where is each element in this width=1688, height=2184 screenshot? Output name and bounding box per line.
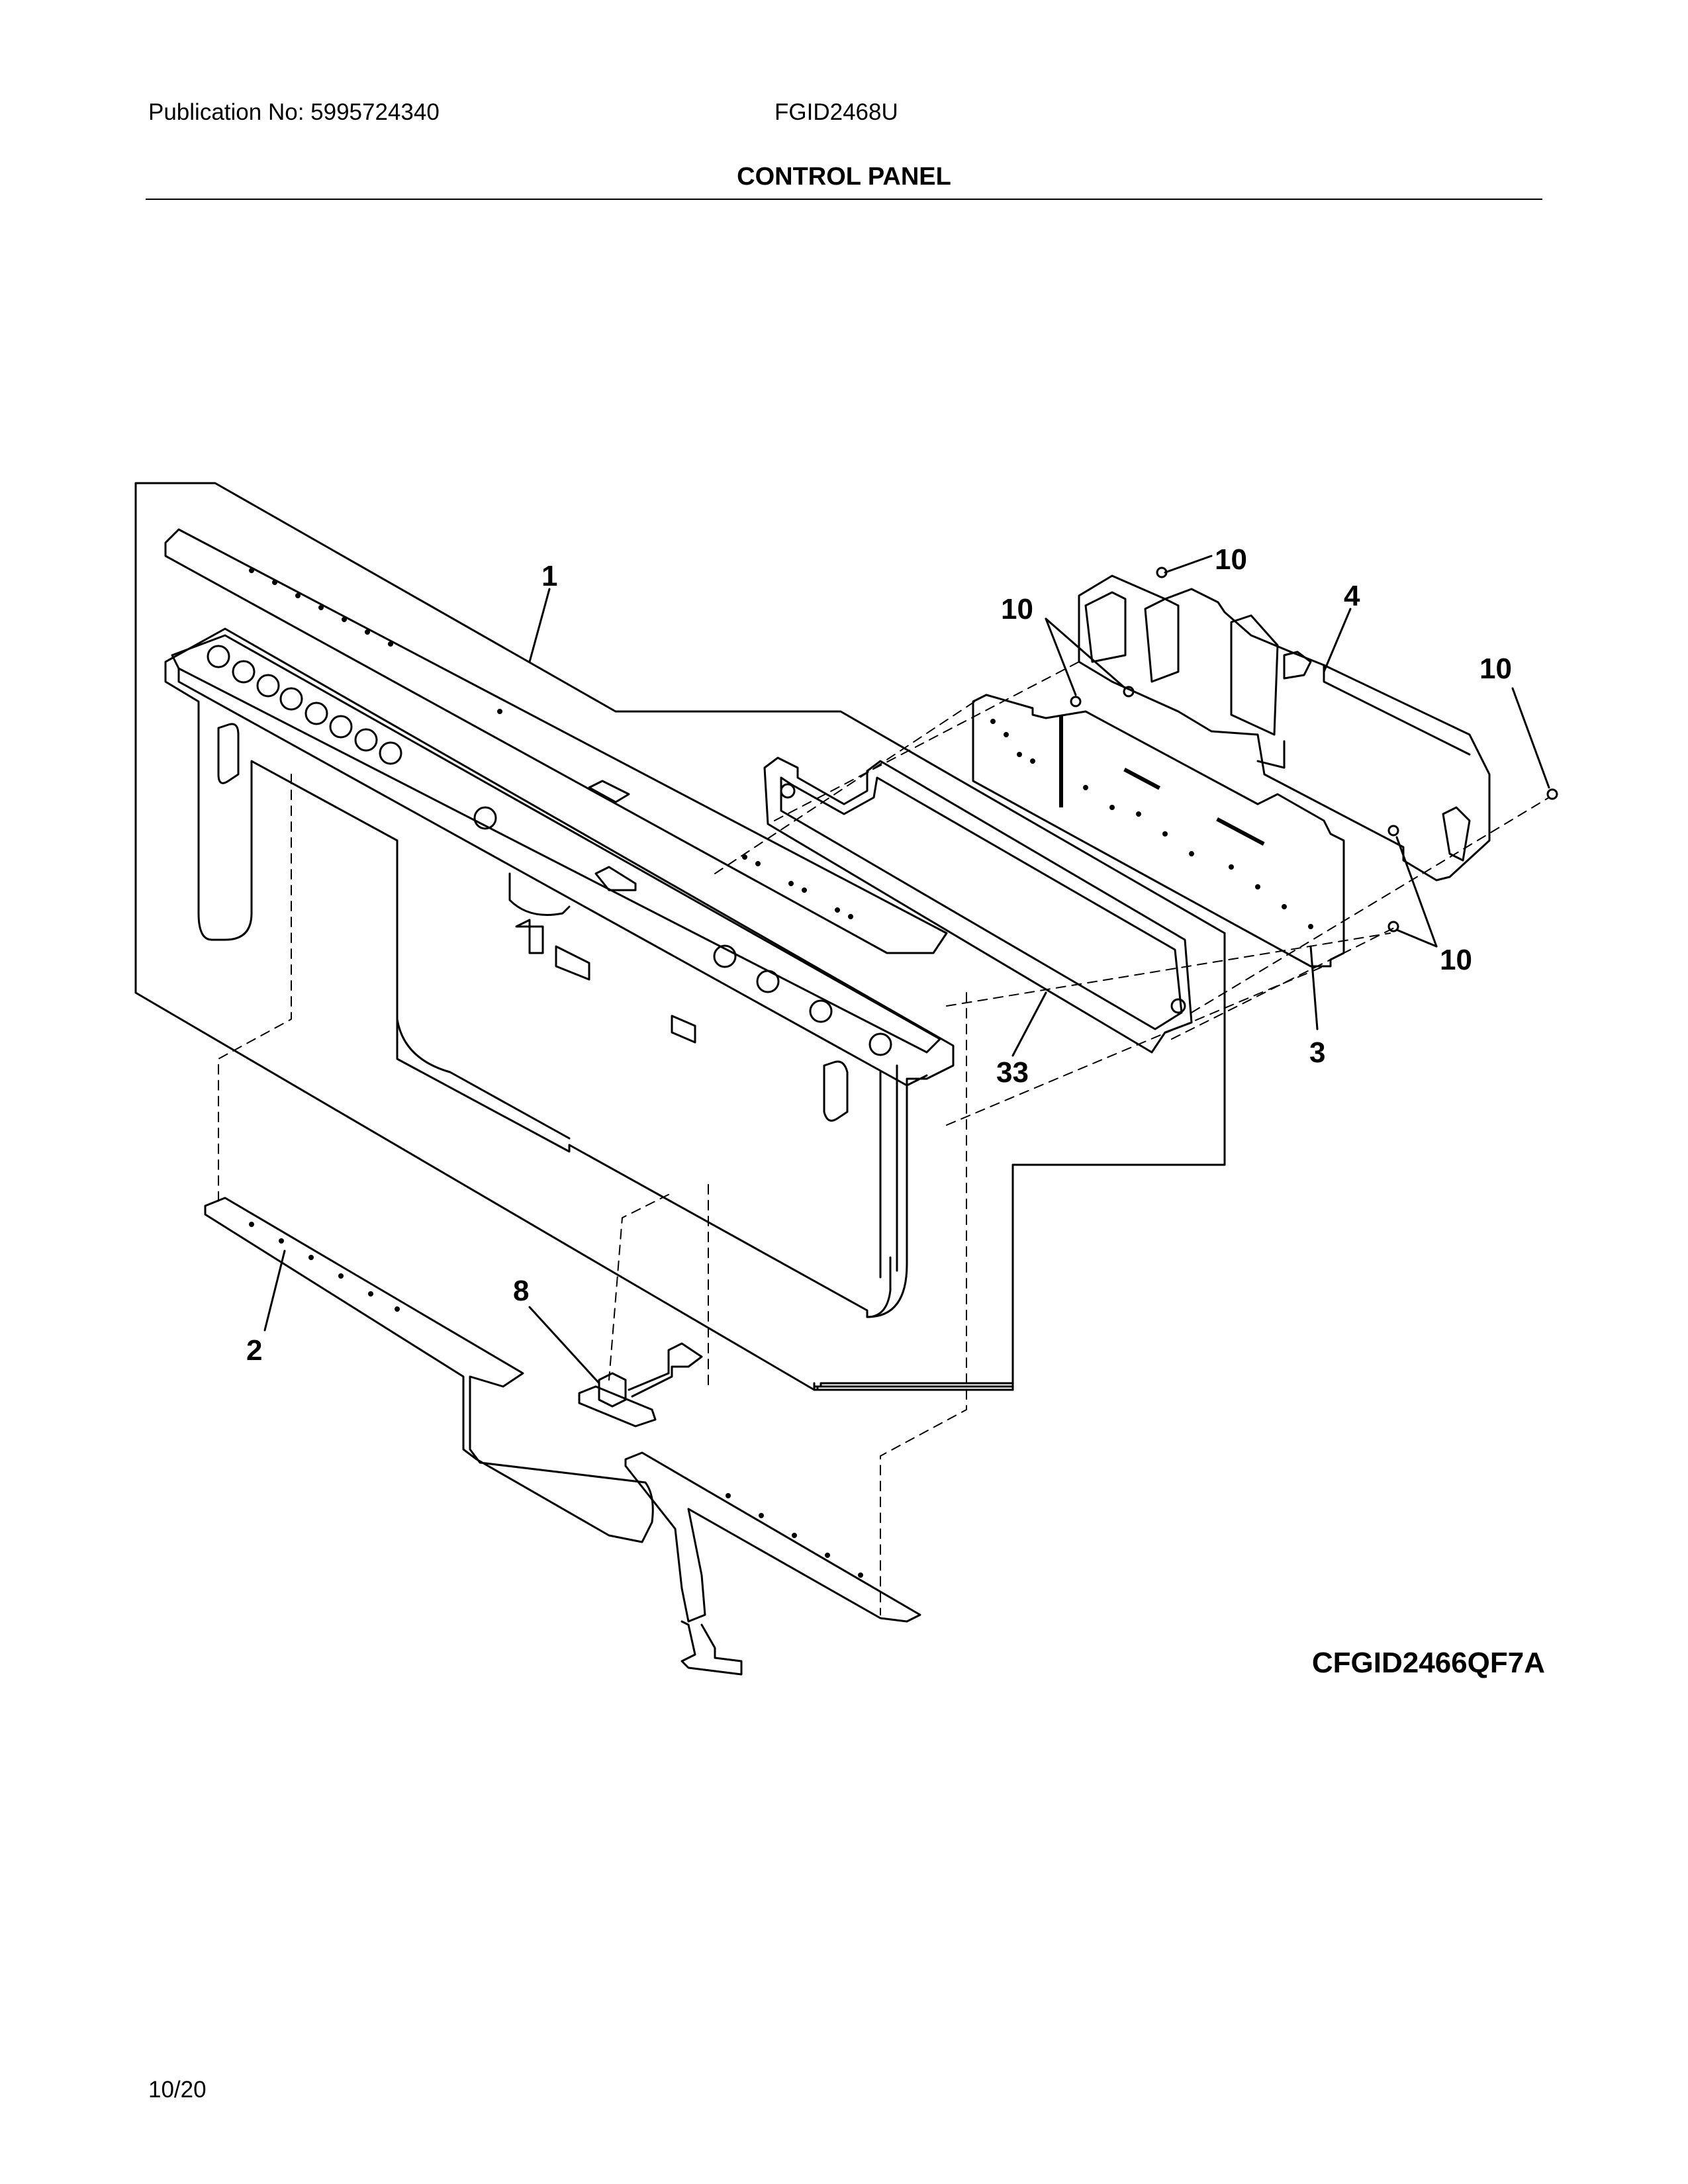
screws xyxy=(1070,567,1558,933)
callout-33: 33 xyxy=(996,1056,1029,1089)
part-control-board xyxy=(972,694,1345,968)
callout-8: 8 xyxy=(513,1275,529,1307)
publication-number: Publication No: 5995724340 xyxy=(148,99,440,125)
part-control-panel xyxy=(164,627,955,1318)
part-gasket xyxy=(763,756,1193,1054)
callout-4: 4 xyxy=(1344,580,1360,612)
panel-buttons xyxy=(207,645,892,1056)
callout-2: 2 xyxy=(246,1334,262,1367)
section-title: CONTROL PANEL xyxy=(737,163,951,191)
header-rule xyxy=(146,199,1542,200)
callout-10-lower: 10 xyxy=(1440,944,1472,976)
figure-code: CFGID2466QF7A xyxy=(1311,1647,1545,1679)
assembly-boundary xyxy=(134,482,1226,1391)
callout-1: 1 xyxy=(541,560,557,592)
part-small-board xyxy=(578,1385,657,1428)
model-number: FGID2468U xyxy=(774,99,898,125)
callout-10-top: 10 xyxy=(1215,543,1247,576)
callout-10-board: 10 xyxy=(1001,593,1033,625)
callout-3: 3 xyxy=(1309,1036,1325,1069)
page-number: 10/20 xyxy=(148,2077,207,2103)
part-overlay-strip xyxy=(164,528,948,954)
callout-10-right: 10 xyxy=(1479,653,1512,685)
part-touch-strip-right xyxy=(624,1451,921,1623)
part-housing xyxy=(1078,574,1491,882)
